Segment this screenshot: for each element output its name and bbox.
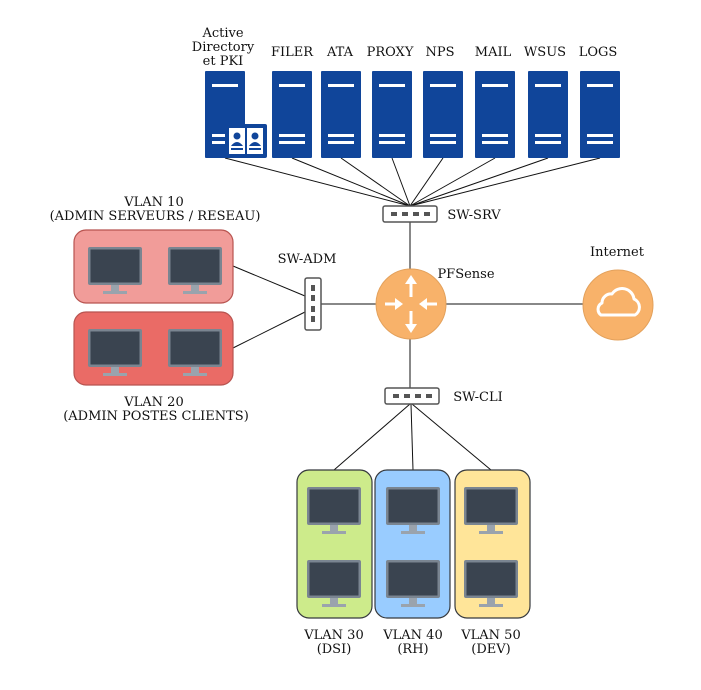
router-icon bbox=[375, 268, 447, 340]
link-line bbox=[409, 157, 444, 207]
server-label-nps: NPS bbox=[425, 45, 454, 60]
link-line bbox=[232, 265, 306, 297]
vlan-20-subtitle: (ADMIN POSTES CLIENTS) bbox=[63, 409, 249, 424]
sw-cli-label: SW-CLI bbox=[453, 390, 502, 405]
server-icon-logs bbox=[580, 71, 620, 158]
vlan-30-subtitle: (DSI) bbox=[317, 642, 352, 657]
link-line bbox=[410, 403, 414, 471]
link-line bbox=[411, 403, 492, 471]
server-icon-ata bbox=[321, 71, 361, 158]
vlan-10-title: VLAN 10 bbox=[123, 195, 183, 210]
vlan-40-title: VLAN 40 bbox=[382, 628, 442, 643]
link-line bbox=[409, 157, 496, 207]
link-line bbox=[333, 403, 411, 471]
link-line bbox=[224, 157, 411, 207]
server-icon-nps bbox=[423, 71, 463, 158]
server-label-ad-2: Directory bbox=[192, 40, 255, 55]
internet-label: Internet bbox=[590, 245, 645, 260]
router-label: PFSense bbox=[437, 267, 494, 282]
vlan-50-title: VLAN 50 bbox=[460, 628, 520, 643]
vlan-30-title: VLAN 30 bbox=[303, 628, 363, 643]
link-line bbox=[340, 157, 411, 207]
server-label-filer: FILER bbox=[271, 45, 314, 60]
sw-adm-switch-icon bbox=[304, 277, 322, 331]
link-line bbox=[409, 157, 601, 207]
connection-lines bbox=[224, 157, 601, 471]
directory-badge-icon bbox=[225, 124, 267, 158]
link-line bbox=[291, 157, 411, 207]
vlan-10-subtitle: (ADMIN SERVEURS / RESEAU) bbox=[50, 209, 261, 224]
server-label-ad-3: et PKI bbox=[203, 54, 244, 69]
link-line bbox=[391, 157, 411, 207]
link-line bbox=[409, 157, 549, 207]
sw-adm-label: SW-ADM bbox=[278, 252, 337, 267]
server-label-ata: ATA bbox=[326, 45, 354, 60]
sw-cli-switch-icon bbox=[384, 387, 440, 405]
vlan-50-subtitle: (DEV) bbox=[471, 642, 510, 657]
server-label-logs: LOGS bbox=[579, 45, 618, 60]
server-label-proxy: PROXY bbox=[367, 45, 414, 60]
vlan-boxes bbox=[73, 229, 531, 619]
sw-srv-label: SW-SRV bbox=[447, 208, 501, 223]
server-icon-proxy bbox=[372, 71, 412, 158]
vlan-20-title: VLAN 20 bbox=[123, 395, 183, 410]
internet-cloud-icon bbox=[582, 269, 654, 341]
link-line bbox=[232, 311, 306, 349]
server-label-mail: MAIL bbox=[475, 45, 512, 60]
server-rack bbox=[205, 71, 620, 158]
server-icon-wsus bbox=[528, 71, 568, 158]
server-label-wsus: WSUS bbox=[524, 45, 566, 60]
server-label-ad-1: Active bbox=[201, 26, 243, 41]
server-icon-filer bbox=[272, 71, 312, 158]
server-icon-mail bbox=[475, 71, 515, 158]
vlan-40-subtitle: (RH) bbox=[397, 642, 428, 657]
sw-srv-switch-icon bbox=[382, 205, 438, 223]
